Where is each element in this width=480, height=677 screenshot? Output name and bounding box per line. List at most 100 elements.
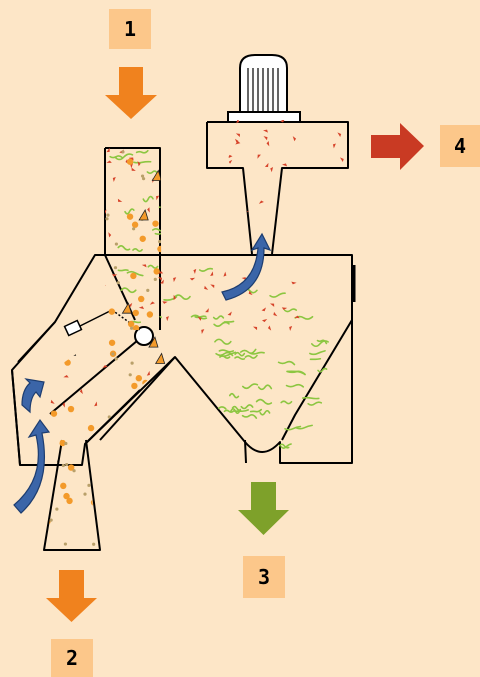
feed-column xyxy=(104,147,161,330)
fiber-strand xyxy=(154,232,162,235)
fine-flake xyxy=(258,200,264,204)
fiber-strand xyxy=(249,351,265,355)
pellet xyxy=(44,347,52,354)
pellet xyxy=(108,339,116,346)
fiber-strand xyxy=(117,245,131,251)
pellet xyxy=(126,158,134,165)
fiber-strand xyxy=(240,404,254,410)
pellet xyxy=(130,272,137,280)
fine-flake xyxy=(105,282,106,288)
fiber-strand xyxy=(233,409,250,413)
cyclone-body xyxy=(206,121,349,255)
fine-flake xyxy=(289,326,293,332)
air-arrow-up xyxy=(221,232,272,301)
pellet xyxy=(126,213,134,220)
fine-flake xyxy=(284,189,288,194)
pellet xyxy=(132,309,139,317)
dust-particle xyxy=(105,217,109,221)
fine-flake xyxy=(162,301,168,304)
fine-flake xyxy=(291,281,297,285)
fine-flake xyxy=(273,311,278,317)
main-housing xyxy=(11,254,353,466)
dust-particle xyxy=(40,364,44,368)
fiber-strand xyxy=(311,340,329,348)
fiber-strand xyxy=(231,448,246,453)
fiber-strand xyxy=(234,446,252,452)
dust-particle xyxy=(55,507,59,511)
inclined-chute xyxy=(49,329,151,445)
fine-flake xyxy=(252,326,258,331)
fine-flake xyxy=(66,347,71,353)
fiber-strand xyxy=(269,292,286,298)
fan-motor-icon xyxy=(227,54,301,123)
fine-flake xyxy=(261,319,268,323)
fiber-strand xyxy=(117,269,129,272)
fine-flake xyxy=(267,325,272,331)
dust-particle xyxy=(116,281,120,285)
fine-flake xyxy=(106,160,112,163)
pellet xyxy=(132,324,140,330)
fine-flake xyxy=(227,154,233,159)
label-feed: 1 xyxy=(109,9,151,49)
fiber-strand xyxy=(213,321,230,327)
fine-flake xyxy=(324,217,328,223)
fine-flake xyxy=(156,195,160,201)
fine-flake xyxy=(137,161,141,167)
valve-icon xyxy=(63,309,141,337)
pellet xyxy=(46,454,52,462)
fine-flake xyxy=(79,388,83,395)
fiber-strand xyxy=(244,354,258,359)
fine-flake xyxy=(166,316,169,322)
fine-flake xyxy=(105,209,107,214)
fine-flake xyxy=(322,200,326,205)
dust-particle xyxy=(61,463,65,468)
heavy-chip xyxy=(138,208,149,221)
dust-particle xyxy=(72,469,76,473)
fiber-strand xyxy=(307,401,323,406)
fine-flake xyxy=(236,120,240,124)
fine-flake xyxy=(263,136,268,141)
fiber-strand xyxy=(194,315,207,319)
dust-particle xyxy=(145,419,149,423)
fine-flake xyxy=(173,277,177,283)
pellet xyxy=(157,245,162,253)
fine-flake xyxy=(231,184,237,188)
fiber-strand xyxy=(295,424,313,430)
heavy-fraction xyxy=(46,440,98,546)
fine-flake xyxy=(292,136,297,142)
fiber-strand xyxy=(230,408,242,415)
fine-flake xyxy=(173,294,177,301)
fine-flake xyxy=(269,303,275,307)
dust-particle xyxy=(149,404,153,408)
label-heavy-outlet: 2 xyxy=(51,639,93,677)
pellet xyxy=(135,375,143,382)
fine-flake xyxy=(280,120,286,123)
fiber-strand xyxy=(218,349,235,353)
fiber-strand xyxy=(278,443,290,449)
fiber-strand xyxy=(241,414,258,419)
fiber-strand xyxy=(214,338,232,345)
feed-arrow xyxy=(105,67,157,119)
fine-flake xyxy=(193,268,197,275)
dust-particle xyxy=(130,326,134,330)
fiber-strand xyxy=(249,408,263,413)
fiber-strand xyxy=(280,400,293,405)
fine-flake xyxy=(337,132,342,137)
pellet xyxy=(139,235,146,242)
dust-particle xyxy=(158,240,162,244)
fine-flake xyxy=(205,308,209,313)
fine-flake xyxy=(201,329,205,334)
dust-particle xyxy=(63,542,68,546)
fine-flake xyxy=(264,162,269,167)
rotor xyxy=(134,326,154,346)
dust-particle xyxy=(130,361,134,365)
fine-flake xyxy=(279,234,282,240)
air-inlet-wall xyxy=(11,369,21,466)
label-fiber-outlet: 3 xyxy=(243,556,285,598)
dust-particle xyxy=(140,174,145,178)
pellet xyxy=(50,410,58,417)
fine-flake xyxy=(111,274,118,277)
pellet xyxy=(63,492,70,500)
fine-flake xyxy=(310,247,315,251)
